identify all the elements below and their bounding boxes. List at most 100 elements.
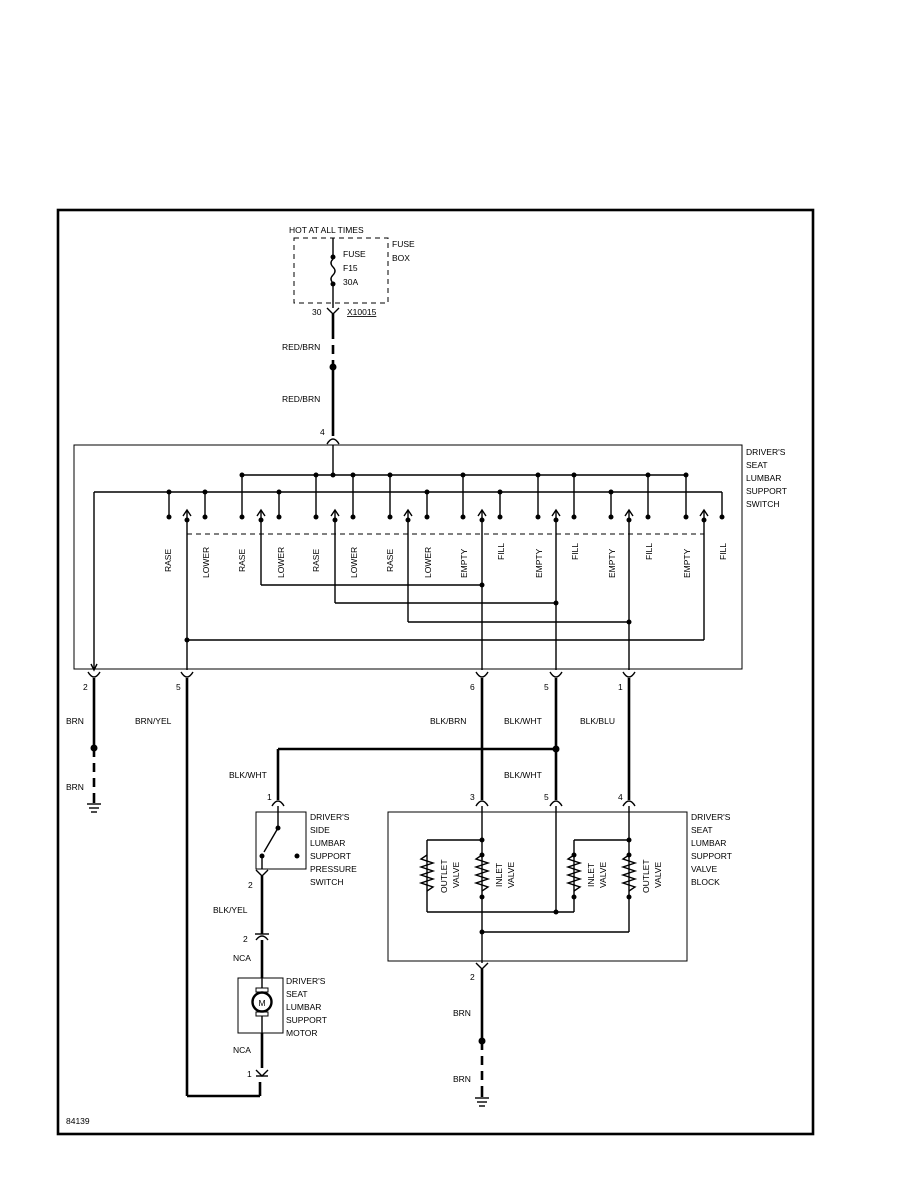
position-label: EMPTY xyxy=(682,548,692,578)
diagram-frame xyxy=(56,208,815,1136)
wire-label: BRN xyxy=(453,1008,471,1018)
inlet-valve-coil-icon xyxy=(473,854,491,892)
wire-label: BRN xyxy=(66,782,84,792)
motor-title: DRIVER'S xyxy=(286,976,326,986)
pin-label: 4 xyxy=(618,792,623,802)
lumbar-motor: M DRIVER'S SEAT LUMBAR SUPPORT MOTOR NCA… xyxy=(233,976,327,1079)
valve-label: INLET xyxy=(586,863,596,887)
position-label: LOWER xyxy=(276,547,286,578)
switch-internal-wiring xyxy=(184,582,704,643)
pin-label: 5 xyxy=(544,792,549,802)
motor-title: LUMBAR xyxy=(286,1002,321,1012)
wire-label: BLK/YEL xyxy=(213,905,248,915)
fuse-name-label: FUSE xyxy=(343,249,366,259)
switch-title: DRIVER'S xyxy=(746,447,786,457)
pressure-switch-title: LUMBAR xyxy=(310,838,345,848)
lumbar-switch: DRIVER'S SEAT LUMBAR SUPPORT SWITCH xyxy=(73,444,787,672)
inlet-valve-coil-icon xyxy=(565,854,583,892)
connector-icon xyxy=(475,962,489,970)
valve-label: VALVE xyxy=(653,862,663,888)
wire-label: BLK/BLU xyxy=(580,716,615,726)
valve-label: OUTLET xyxy=(641,859,651,893)
valve-label: VALVE xyxy=(598,862,608,888)
position-label: EMPTY xyxy=(459,548,469,578)
valve-block: 3 5 4 DRIVER'S SEAT LUMBAR SUPPORT VALVE… xyxy=(387,792,732,982)
pressure-switch-title: DRIVER'S xyxy=(310,812,350,822)
pressure-switch: 1 DRIVER'S SIDE LUMBAR SUPPORT PRESSURE … xyxy=(248,792,357,890)
outlet-valve-coil-icon xyxy=(418,854,436,892)
wire-label: BLK/WHT xyxy=(504,770,542,780)
pressure-switch-title: SUPPORT xyxy=(310,851,351,861)
wire-label: BLK/BRN xyxy=(430,716,466,726)
valve-block-title: BLOCK xyxy=(691,877,720,887)
valve-block-title: SEAT xyxy=(691,825,713,835)
switch-contacts xyxy=(166,472,725,520)
connector-label: X10015 xyxy=(347,307,377,317)
pin-label: 2 xyxy=(248,880,253,890)
position-label: FILL xyxy=(570,543,580,560)
pin-label: 1 xyxy=(267,792,272,802)
position-label: RASE xyxy=(163,549,173,572)
ground-icon xyxy=(475,1097,489,1107)
pin-label: 1 xyxy=(618,682,623,692)
position-label: LOWER xyxy=(201,547,211,578)
red-brn-wire: RED/BRN RED/BRN 4 xyxy=(282,314,340,445)
pin-label: 6 xyxy=(470,682,475,692)
valve-block-title: SUPPORT xyxy=(691,851,732,861)
fuse-rating-label: 30A xyxy=(343,277,358,287)
position-label: RASE xyxy=(237,549,247,572)
pin-label: 5 xyxy=(544,682,549,692)
valve-label: OUTLET xyxy=(439,859,449,893)
switch-position-labels: RASE LOWER RASE LOWER RASE LOWER RASE LO… xyxy=(163,543,728,578)
switch-box xyxy=(73,444,743,670)
fuse-box-label: FUSE xyxy=(392,239,415,249)
connector-icon xyxy=(326,307,340,315)
valve-label: VALVE xyxy=(451,862,461,888)
pin-label: 5 xyxy=(176,682,181,692)
valve-block-title: LUMBAR xyxy=(691,838,726,848)
position-label: FILL xyxy=(644,543,654,560)
valve-block-title: VALVE xyxy=(691,864,717,874)
wire-label: BRN xyxy=(453,1074,471,1084)
motor-title: SUPPORT xyxy=(286,1015,327,1025)
position-label: RASE xyxy=(385,549,395,572)
connector-icon xyxy=(255,1069,269,1077)
switch-contact-icon xyxy=(263,827,279,853)
position-label: EMPTY xyxy=(607,548,617,578)
wire-label: BRN xyxy=(66,716,84,726)
pin-label: 1 xyxy=(247,1069,252,1079)
ground-wire-brn-right: BRN BRN xyxy=(453,969,489,1107)
valve-label: VALVE xyxy=(506,862,516,888)
valve-feed-wires: BLK/BRN BLK/WHT BLK/BLU BLK/WHT BLK/WHT xyxy=(229,678,631,800)
wire-label: RED/BRN xyxy=(282,342,320,352)
ground-icon xyxy=(87,803,101,813)
wire-label: BLK/WHT xyxy=(229,770,267,780)
switch-title: SUPPORT xyxy=(746,486,787,496)
motor-title: SEAT xyxy=(286,989,308,999)
motor-title: MOTOR xyxy=(286,1028,317,1038)
position-label: FILL xyxy=(496,543,506,560)
pin-label: 30 xyxy=(312,307,322,317)
position-label: RASE xyxy=(311,549,321,572)
valve-label: INLET xyxy=(494,863,504,887)
position-label: FILL xyxy=(718,543,728,560)
switch-title: SWITCH xyxy=(746,499,780,509)
outlet-valve-coil-icon xyxy=(620,854,638,892)
fuse-id-label: F15 xyxy=(343,263,358,273)
blk-yel-wire: BLK/YEL 2 NCA xyxy=(213,876,269,978)
wire-label: RED/BRN xyxy=(282,394,320,404)
figure-id-label: 84139 xyxy=(66,1116,90,1126)
wire-label: BLK/WHT xyxy=(504,716,542,726)
pin-label: 2 xyxy=(83,682,88,692)
switch-output-connectors: 2 5 6 5 1 xyxy=(83,671,636,692)
hot-at-all-times-label: HOT AT ALL TIMES xyxy=(289,225,364,235)
pressure-switch-title: PRESSURE xyxy=(310,864,357,874)
pin-label: 2 xyxy=(243,934,248,944)
connector-icon xyxy=(255,869,269,877)
switch-title: SEAT xyxy=(746,460,768,470)
connector-icon xyxy=(271,800,285,807)
fuse-box-label: BOX xyxy=(392,253,410,263)
pressure-switch-title: SWITCH xyxy=(310,877,344,887)
pin-label: 4 xyxy=(320,427,325,437)
